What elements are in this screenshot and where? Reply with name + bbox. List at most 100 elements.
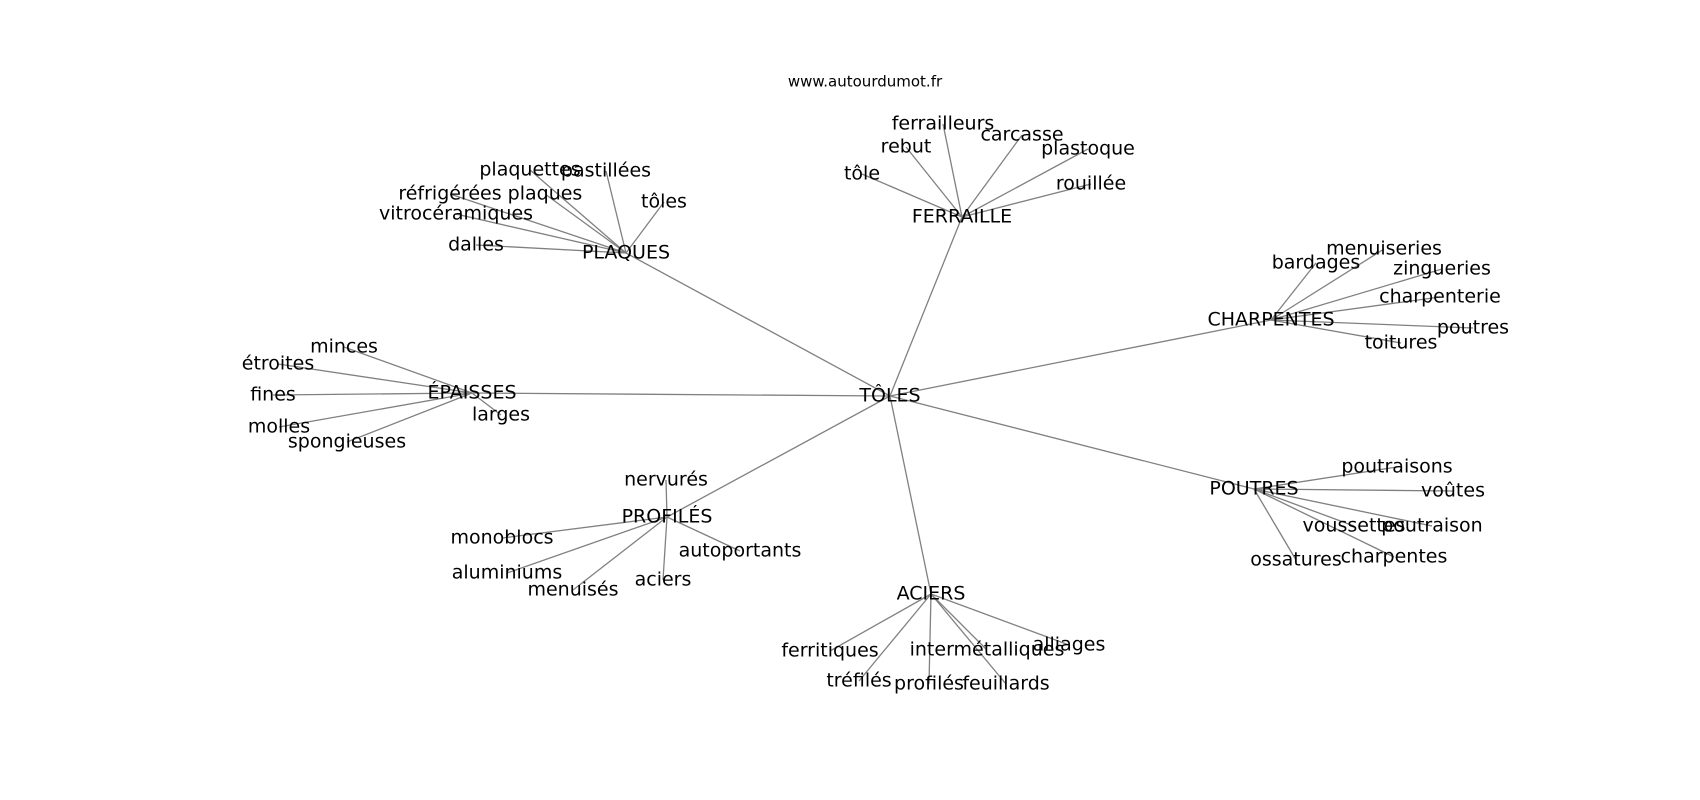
edge-poutres-word (1253, 488, 1454, 492)
word-node: ferritiques (781, 640, 878, 662)
word-node: tréfilés (826, 670, 891, 692)
edge-epaisses-word (278, 392, 473, 428)
edge-aciers-word (858, 593, 932, 682)
word-node: menuiseries (1326, 238, 1442, 260)
word-node: spongieuses (288, 431, 406, 453)
edge-profiles-word (572, 516, 668, 591)
edge-profiles-word (501, 516, 668, 539)
word-node: charpentes (1341, 546, 1448, 568)
edge-charpentes-word (1270, 296, 1441, 321)
word-node: tôles (641, 191, 687, 213)
edge-profiles-word (506, 516, 668, 574)
edge-center-plaques (625, 252, 891, 397)
word-node: intermétalliques (910, 639, 1065, 661)
edge-aciers-word (930, 593, 1007, 685)
word-node: profilés (894, 673, 964, 695)
word-node: plastoque (1041, 138, 1135, 160)
center-node-label: TÔLES (858, 383, 920, 407)
word-node: charpenterie (1379, 286, 1501, 308)
group-node-profiles: PROFILÉS (622, 505, 713, 528)
word-node: rebut (881, 136, 932, 158)
edge-center-aciers (889, 395, 932, 595)
word-node: plaquettes (479, 159, 580, 181)
edge-epaisses-word (471, 392, 502, 416)
edge-charpentes-word (1270, 262, 1317, 321)
word-node: bardages (1272, 252, 1361, 274)
group-node-charpentes: CHARPENTES (1207, 309, 1334, 331)
edge-charpentes-word (1270, 248, 1385, 321)
word-node: alliages (1033, 634, 1106, 656)
word-node: voûtes (1421, 480, 1485, 502)
edge-charpentes-word (1270, 319, 1402, 344)
edge-center-poutres (889, 395, 1255, 490)
edge-ferraille-word (961, 148, 1089, 218)
word-node: poutres (1437, 317, 1509, 339)
word-node: autoportants (679, 540, 802, 562)
edge-charpentes-word (1270, 319, 1474, 329)
word-node: minces (310, 336, 378, 358)
edge-ferraille-word (961, 134, 1023, 218)
edge-aciers-word (930, 593, 1070, 646)
word-node: ossatures (1250, 549, 1342, 571)
word-node: pastillées (561, 160, 651, 182)
edge-aciers-word (928, 593, 932, 685)
word-node: monoblocs (450, 527, 553, 549)
word-node: ferrailleurs (892, 113, 995, 135)
word-node: vitrocéramiques (379, 203, 533, 225)
word-node: dalles (448, 234, 504, 256)
edge-epaisses-word (343, 346, 473, 394)
edge-aciers-word (930, 593, 988, 651)
word-node: molles (248, 416, 310, 438)
edge-plaques-word (625, 201, 665, 254)
edge-plaques-word (605, 170, 627, 254)
word-node: carcasse (980, 124, 1063, 146)
edge-ferraille-word (961, 183, 1092, 218)
edge-plaques-word (455, 213, 627, 254)
group-node-epaisses: ÉPAISSES (427, 381, 516, 404)
group-node-aciers: ACIERS (897, 583, 966, 605)
edge-poutres-word (1253, 488, 1395, 558)
word-node: poutraison (1381, 515, 1482, 537)
edge-ferraille-word (905, 146, 963, 218)
edge-plaques-word (529, 169, 627, 254)
word-node: aciers (635, 569, 692, 591)
word-node: feuillards (962, 673, 1049, 695)
word-node: zingueries (1393, 258, 1491, 280)
group-node-ferraille: FERRAILLE (912, 206, 1012, 228)
word-node: plaques (508, 183, 583, 205)
edge-profiles-word (662, 516, 668, 581)
edge-charpentes-word (1270, 268, 1443, 321)
edge-ferraille-word (861, 173, 963, 218)
word-node: larges (472, 404, 530, 426)
edge-poutres-word (1253, 488, 1355, 527)
edge-epaisses-word (277, 363, 473, 394)
word-node: étroites (242, 353, 314, 375)
edge-poutres-word (1253, 466, 1398, 490)
group-node-poutres: POUTRES (1209, 478, 1298, 500)
word-node: fines (250, 384, 296, 406)
node-labels: TÔLESFERRAILLEferrailleursrebutcarcassep… (242, 113, 1509, 695)
word-node: toitures (1365, 332, 1438, 354)
word-node: rouillée (1056, 173, 1126, 195)
word-node: réfrigérées (398, 183, 501, 205)
edge-plaques-word (475, 244, 627, 254)
source-credit: www.autourdumot.fr (788, 73, 943, 91)
edge-profiles-word (665, 479, 668, 518)
edge-center-ferraille (889, 216, 963, 397)
edge-poutres-word (1253, 488, 1297, 561)
edge-aciers-word (829, 593, 932, 652)
word-node: nervurés (624, 469, 708, 491)
edges (272, 123, 1474, 685)
edge-plaques-word (449, 193, 627, 254)
word-node: menuisés (527, 579, 618, 601)
edge-profiles-word (666, 516, 741, 552)
edge-center-charpentes (889, 319, 1272, 397)
word-node: aluminiums (452, 562, 563, 584)
edge-epaisses-word (346, 392, 473, 443)
word-node: voussettes (1303, 515, 1406, 537)
edge-plaques-word (544, 193, 627, 254)
group-node-plaques: PLAQUES (582, 242, 670, 264)
edge-poutres-word (1253, 488, 1433, 527)
word-node: tôle (844, 163, 880, 185)
